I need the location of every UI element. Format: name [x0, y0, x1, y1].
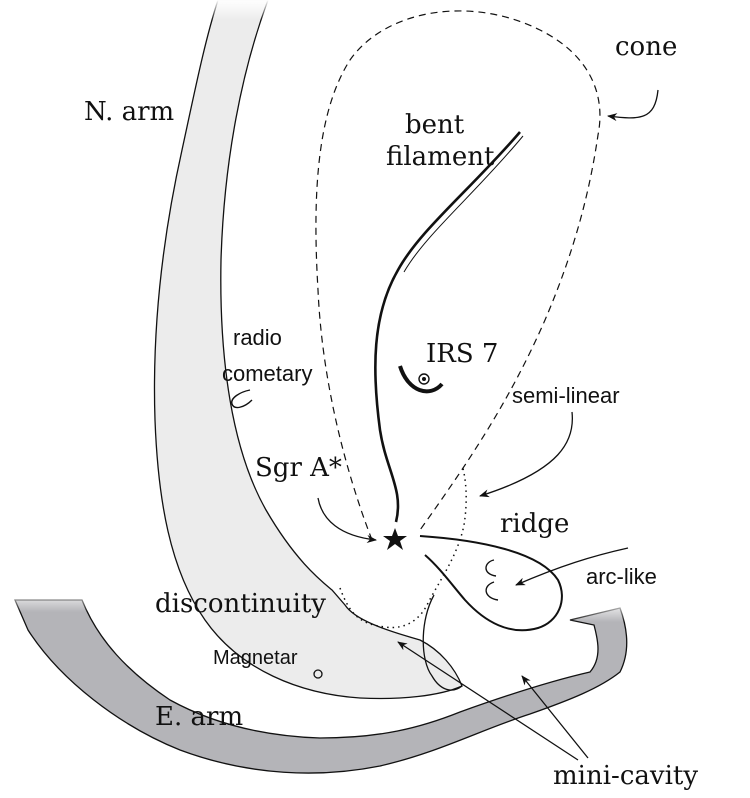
irs7-label: IRS 7: [426, 339, 498, 369]
arc-like-feature-lower: [486, 582, 498, 600]
n-arm-label: N. arm: [84, 97, 174, 127]
cone-outline: [316, 11, 600, 540]
sgr-a-star-icon: [383, 528, 407, 550]
mini-cavity-label: mini-cavity: [553, 761, 698, 791]
sgr-a-arrow: [318, 498, 376, 540]
irs7-bow-shock: [400, 366, 442, 391]
eastern-arm-right-fade: [560, 600, 630, 622]
radio-cometary-label-line1: radio: [233, 325, 282, 350]
bent-filament-label-line1: bent: [405, 110, 465, 140]
bent-filament-label-line2: filament: [386, 142, 495, 172]
arc-like-label: arc-like: [586, 564, 657, 589]
irs7-source-core: [422, 377, 426, 381]
cone-arrow: [608, 90, 658, 118]
e-arm-label: E. arm: [155, 702, 243, 732]
radio-cometary-feature: [232, 390, 252, 407]
semi-linear-arrow: [480, 412, 572, 496]
discontinuity-label: discontinuity: [155, 589, 326, 619]
discontinuity-dotted-curve: [340, 465, 466, 628]
magnetar-label: Magnetar: [213, 647, 298, 669]
bent-filament: [375, 132, 520, 522]
arc-like-feature-upper: [486, 560, 496, 576]
sgr-a-label: Sgr A*: [255, 453, 342, 483]
semi-linear-label: semi-linear: [512, 383, 620, 408]
eastern-arm-left-fade: [0, 588, 100, 612]
ridge-label: ridge: [500, 509, 569, 539]
cone-label: cone: [615, 32, 677, 62]
northern-arm-fade: [200, 0, 280, 20]
radio-cometary-label-line2: cometary: [222, 361, 312, 386]
